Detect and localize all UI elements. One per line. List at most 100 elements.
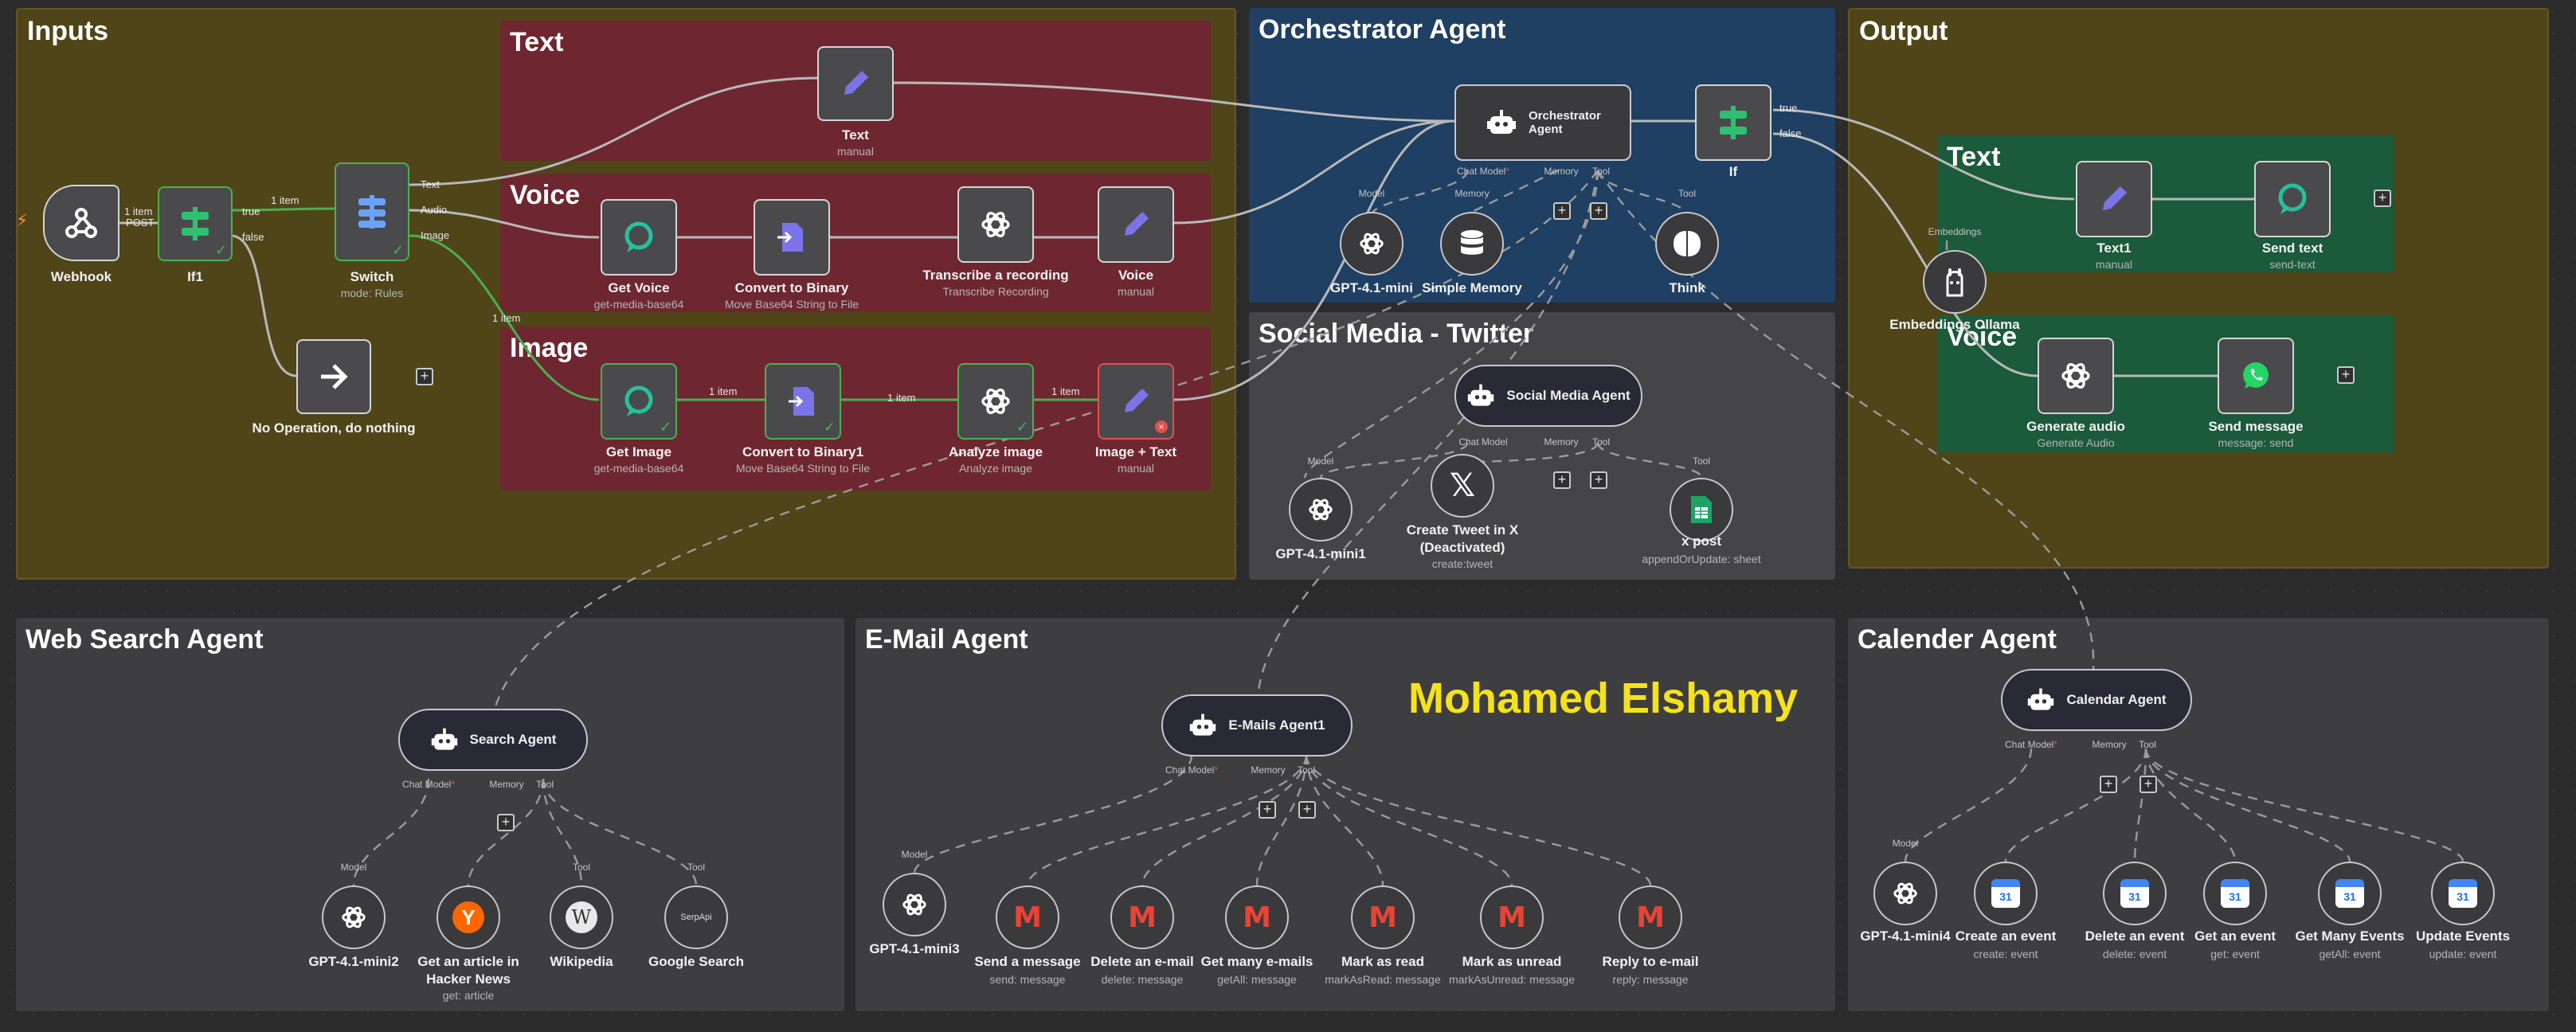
- get-many-emails-circle[interactable]: M: [1225, 885, 1289, 949]
- node-label: Switch: [350, 269, 394, 284]
- think-circle[interactable]: [1655, 212, 1719, 276]
- openai-icon: [1360, 233, 1384, 255]
- get-voice-box[interactable]: [601, 199, 677, 276]
- port-label: Tool: [2138, 739, 2157, 750]
- pencil-icon: [844, 71, 868, 95]
- create-event-circle[interactable]: 31: [1974, 862, 2038, 925]
- analyze-image-box[interactable]: [957, 363, 1034, 440]
- convert-binary1-box[interactable]: [765, 363, 841, 440]
- port-label: Chat Model*: [402, 779, 455, 790]
- group-out-voice[interactable]: Voice: [1937, 315, 2394, 452]
- if1-box[interactable]: [158, 186, 233, 261]
- mark-read-circle[interactable]: M: [1351, 885, 1415, 949]
- switch-box[interactable]: [335, 162, 409, 261]
- node-label: Send a message: [974, 954, 1081, 969]
- if-box[interactable]: [1695, 84, 1771, 161]
- add-tool-button[interactable]: +: [1590, 202, 1607, 220]
- calendar-agent-box[interactable]: Calendar Agent: [2001, 669, 2192, 731]
- webhook-box[interactable]: [43, 185, 119, 261]
- wikipedia-circle[interactable]: W: [550, 885, 613, 949]
- add-tool-button[interactable]: +: [1590, 471, 1607, 489]
- add-tool-button[interactable]: +: [1298, 801, 1316, 819]
- create-tweet-circle[interactable]: 𝕏: [1431, 454, 1494, 518]
- add-memory-button[interactable]: +: [1259, 801, 1276, 819]
- send-message-circle[interactable]: M: [996, 885, 1059, 949]
- node-label: Create Tweet in X: [1406, 522, 1519, 538]
- node-label: Delete an e-mail: [1090, 954, 1194, 969]
- add-memory-button[interactable]: +: [1553, 202, 1571, 220]
- port-label: Tool: [1678, 188, 1697, 199]
- node-label: Mark as unread: [1462, 954, 1562, 969]
- port-label: Chat Model*: [1457, 166, 1509, 177]
- success-check-icon: ✓: [1016, 419, 1029, 435]
- get-image-box[interactable]: [601, 363, 677, 440]
- add-memory-button[interactable]: +: [2100, 776, 2117, 793]
- gpt-mini4-circle[interactable]: [1873, 862, 1937, 925]
- send-message-wa-box[interactable]: [2218, 338, 2294, 414]
- get-many-events-circle[interactable]: 31: [2318, 862, 2382, 925]
- node-label: Create an event: [1955, 928, 2057, 944]
- port-label: Tool: [535, 779, 554, 790]
- voice-box[interactable]: [1098, 186, 1174, 263]
- delete-email-circle[interactable]: M: [1110, 885, 1174, 949]
- gmail-icon: M: [1128, 901, 1157, 934]
- node-label: Simple Memory: [1422, 280, 1522, 295]
- openai-icon: [1309, 498, 1333, 521]
- google-calendar-icon: 31: [2120, 879, 2149, 908]
- port-label: Model: [340, 862, 367, 873]
- add-node-button[interactable]: +: [2374, 190, 2391, 207]
- gpt-mini-circle[interactable]: [1340, 212, 1403, 276]
- required-mark: *: [1505, 166, 1510, 177]
- node-subtitle: manual: [1118, 285, 1154, 298]
- node-label: Calendar Agent: [2066, 692, 2167, 707]
- transcribe-box[interactable]: [957, 186, 1034, 263]
- get-event-circle[interactable]: 31: [2203, 862, 2267, 925]
- noop-box[interactable]: [296, 339, 371, 414]
- node-subtitle: Move Base64 String to File: [724, 298, 859, 311]
- search-agent-box[interactable]: Search Agent: [398, 709, 588, 771]
- text-box[interactable]: [817, 46, 894, 121]
- gpt-mini3-circle[interactable]: [883, 873, 946, 936]
- gpt-mini2-circle[interactable]: [322, 885, 386, 949]
- node-subtitle: send-text: [2269, 258, 2316, 271]
- openai-icon: [2061, 363, 2090, 389]
- node-subtitle: delete: event: [2102, 948, 2167, 960]
- add-node-button[interactable]: +: [416, 368, 433, 385]
- add-memory-button[interactable]: +: [497, 814, 515, 831]
- add-tool-button[interactable]: +: [2139, 776, 2157, 793]
- orchestrator-box[interactable]: Orchestrator Agent: [1454, 84, 1631, 161]
- node-label: If: [1728, 164, 1738, 179]
- embeddings-ollama-circle[interactable]: [1923, 250, 1987, 314]
- chat-bubble-icon: [624, 221, 653, 252]
- send-text-box[interactable]: [2254, 161, 2331, 237]
- delete-event-circle[interactable]: 31: [2103, 862, 2167, 925]
- x-logo-icon: 𝕏: [1449, 468, 1476, 503]
- group-title: Text: [510, 27, 564, 57]
- reply-email-circle[interactable]: M: [1619, 885, 1682, 949]
- convert-binary-box[interactable]: [754, 199, 830, 276]
- emails-agent-box[interactable]: E-Mails Agent1: [1161, 694, 1353, 756]
- add-node-button[interactable]: +: [2337, 366, 2355, 384]
- webhook-icon: [65, 208, 97, 238]
- social-agent-box[interactable]: Social Media Agent: [1454, 365, 1642, 427]
- google-search-circle[interactable]: SerpApi: [664, 885, 728, 949]
- hacker-news-circle[interactable]: Y: [437, 885, 500, 949]
- port-label-text: Chat Model: [2004, 739, 2054, 750]
- node-label: Get Image: [605, 444, 672, 459]
- gpt-mini1-circle[interactable]: [1289, 478, 1353, 541]
- text1-box[interactable]: [2076, 161, 2152, 237]
- simple-memory-circle[interactable]: [1440, 212, 1504, 276]
- generate-audio-box[interactable]: [2038, 338, 2114, 414]
- group-social[interactable]: Social Media - Twitter: [1249, 312, 1835, 580]
- group-web-search[interactable]: Web Search Agent: [16, 618, 844, 1011]
- port-label: Memory: [1544, 436, 1579, 448]
- port-label-text: Chat Model: [401, 779, 452, 790]
- add-memory-button[interactable]: +: [1553, 471, 1571, 489]
- mark-unread-circle[interactable]: M: [1480, 885, 1544, 949]
- update-events-circle[interactable]: 31: [2431, 862, 2495, 925]
- port-label: Tool: [1297, 764, 1316, 776]
- node-label: Get Voice: [608, 280, 670, 295]
- node-subtitle: get-media-base64: [593, 298, 684, 311]
- x-post-circle[interactable]: [1670, 478, 1733, 541]
